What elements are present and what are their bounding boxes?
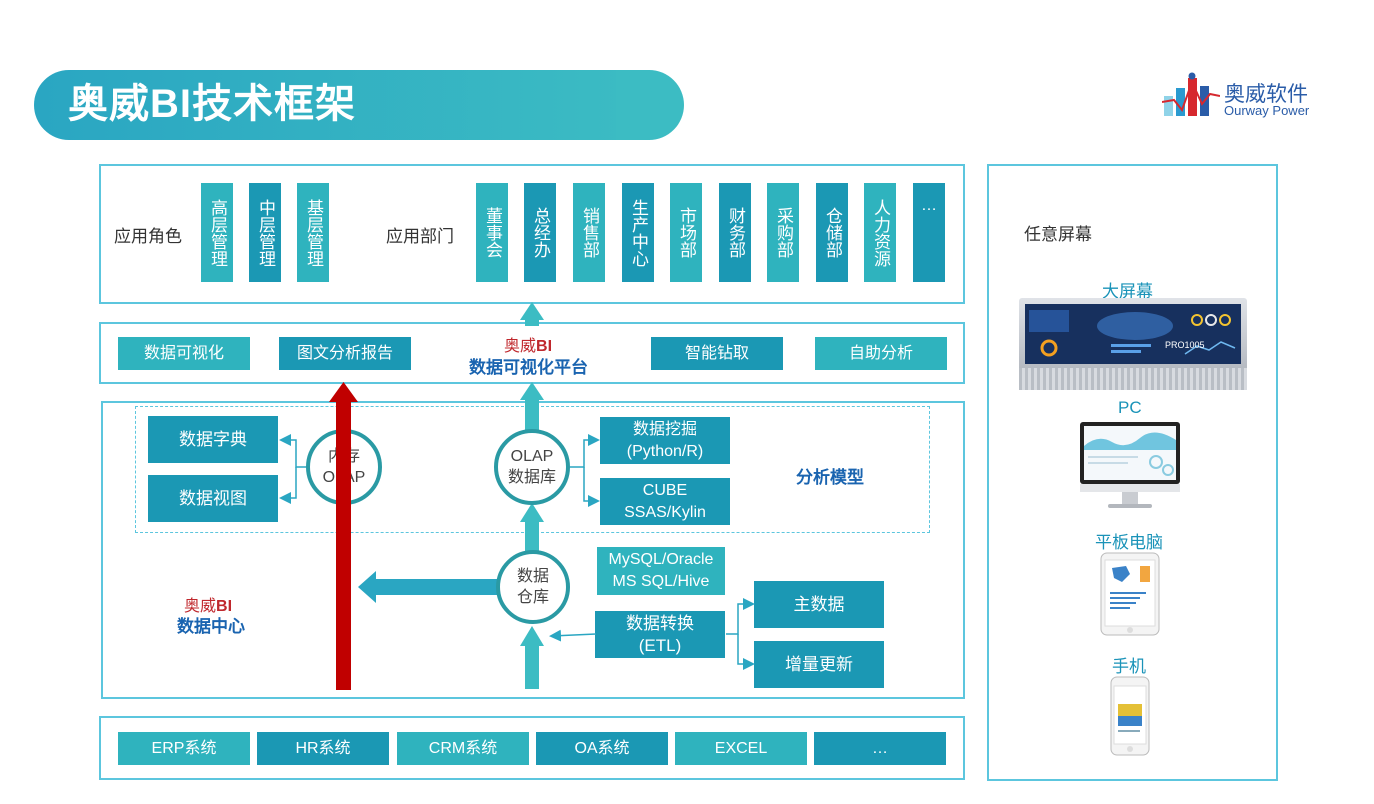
- viz-platform-label: 数据可视化平台: [469, 358, 588, 377]
- role-tile: 基层管理: [297, 183, 329, 282]
- banner-stripe: [622, 88, 652, 93]
- viz-brand-label: 奥威BI: [504, 338, 553, 355]
- viz-item: 自助分析: [815, 337, 947, 370]
- department-tile: 财务部: [719, 183, 751, 282]
- department-tile: 董事会: [476, 183, 508, 282]
- departments-label: 应用部门: [386, 227, 454, 246]
- master-data-box: 主数据: [754, 581, 884, 628]
- pc-monitor-icon: [1080, 422, 1180, 508]
- data-view-box: 数据视图: [148, 475, 278, 522]
- viz-item: 智能钻取: [651, 337, 783, 370]
- department-tile: 市场部: [670, 183, 702, 282]
- source-system-tile: …: [814, 732, 946, 765]
- department-tile: 生产中心: [622, 183, 654, 282]
- red-bypass-arrow: [329, 382, 358, 690]
- big-screen-device: PRO1005: [1019, 298, 1247, 390]
- role-tile: 中层管理: [249, 183, 281, 282]
- page-title: 奥威BI技术框架: [68, 82, 356, 126]
- big-screen-label: 大屏幕: [1102, 282, 1153, 301]
- source-system-tile: EXCEL: [675, 732, 807, 765]
- logo-subtext: Ourway Power: [1224, 103, 1310, 118]
- title-banner: [34, 70, 684, 140]
- dashboard-thumbnail-icon: [1029, 310, 1236, 357]
- department-tile: 总经办: [524, 183, 556, 282]
- incremental-update-box: 增量更新: [754, 641, 884, 688]
- phone-device-icon: [1110, 676, 1150, 756]
- source-system-tile: HR系统: [257, 732, 389, 765]
- department-tile: 销售部: [573, 183, 605, 282]
- tablet-device-icon: [1100, 552, 1160, 636]
- big-screen-caption: PRO1005: [1165, 340, 1205, 350]
- data-mining-box: 数据挖掘(Python/R): [600, 417, 730, 464]
- analysis-model-label: 分析模型: [796, 468, 864, 487]
- department-tile: 仓储部: [816, 183, 848, 282]
- banner-stripe: [628, 76, 648, 81]
- screens-title: 任意屏幕: [1024, 225, 1092, 244]
- data-center-label: 数据中心: [177, 617, 245, 636]
- data-warehouse-circle: 数据仓库: [496, 550, 570, 624]
- pc-label: PC: [1118, 398, 1142, 417]
- banner-stripe: [636, 136, 650, 140]
- tablet-label: 平板电脑: [1095, 533, 1163, 552]
- warehouse-left-arrow: [374, 579, 498, 595]
- data-dictionary-box: 数据字典: [148, 416, 278, 463]
- banner-stripe: [628, 124, 652, 129]
- logo-text: 奥威软件: [1224, 83, 1308, 106]
- data-center-brand-label: 奥威BI: [184, 598, 233, 615]
- source-system-tile: ERP系统: [118, 732, 250, 765]
- department-tile-more: …: [913, 183, 945, 282]
- role-tile: 高层管理: [201, 183, 233, 282]
- department-tile: 采购部: [767, 183, 799, 282]
- source-system-tile: OA系统: [536, 732, 668, 765]
- phone-label: 手机: [1112, 657, 1146, 676]
- banner-stripe: [626, 100, 660, 105]
- viz-item: 图文分析报告: [279, 337, 411, 370]
- etl-box: 数据转换(ETL): [595, 611, 725, 658]
- viz-item: 数据可视化: [118, 337, 250, 370]
- banner-stripe: [620, 112, 652, 117]
- department-tile: 人力资源: [864, 183, 896, 282]
- logo-mark-icon: [1162, 72, 1220, 116]
- main-flow-arrow: [520, 302, 544, 689]
- source-system-tile: CRM系统: [397, 732, 529, 765]
- roles-label: 应用角色: [114, 227, 182, 246]
